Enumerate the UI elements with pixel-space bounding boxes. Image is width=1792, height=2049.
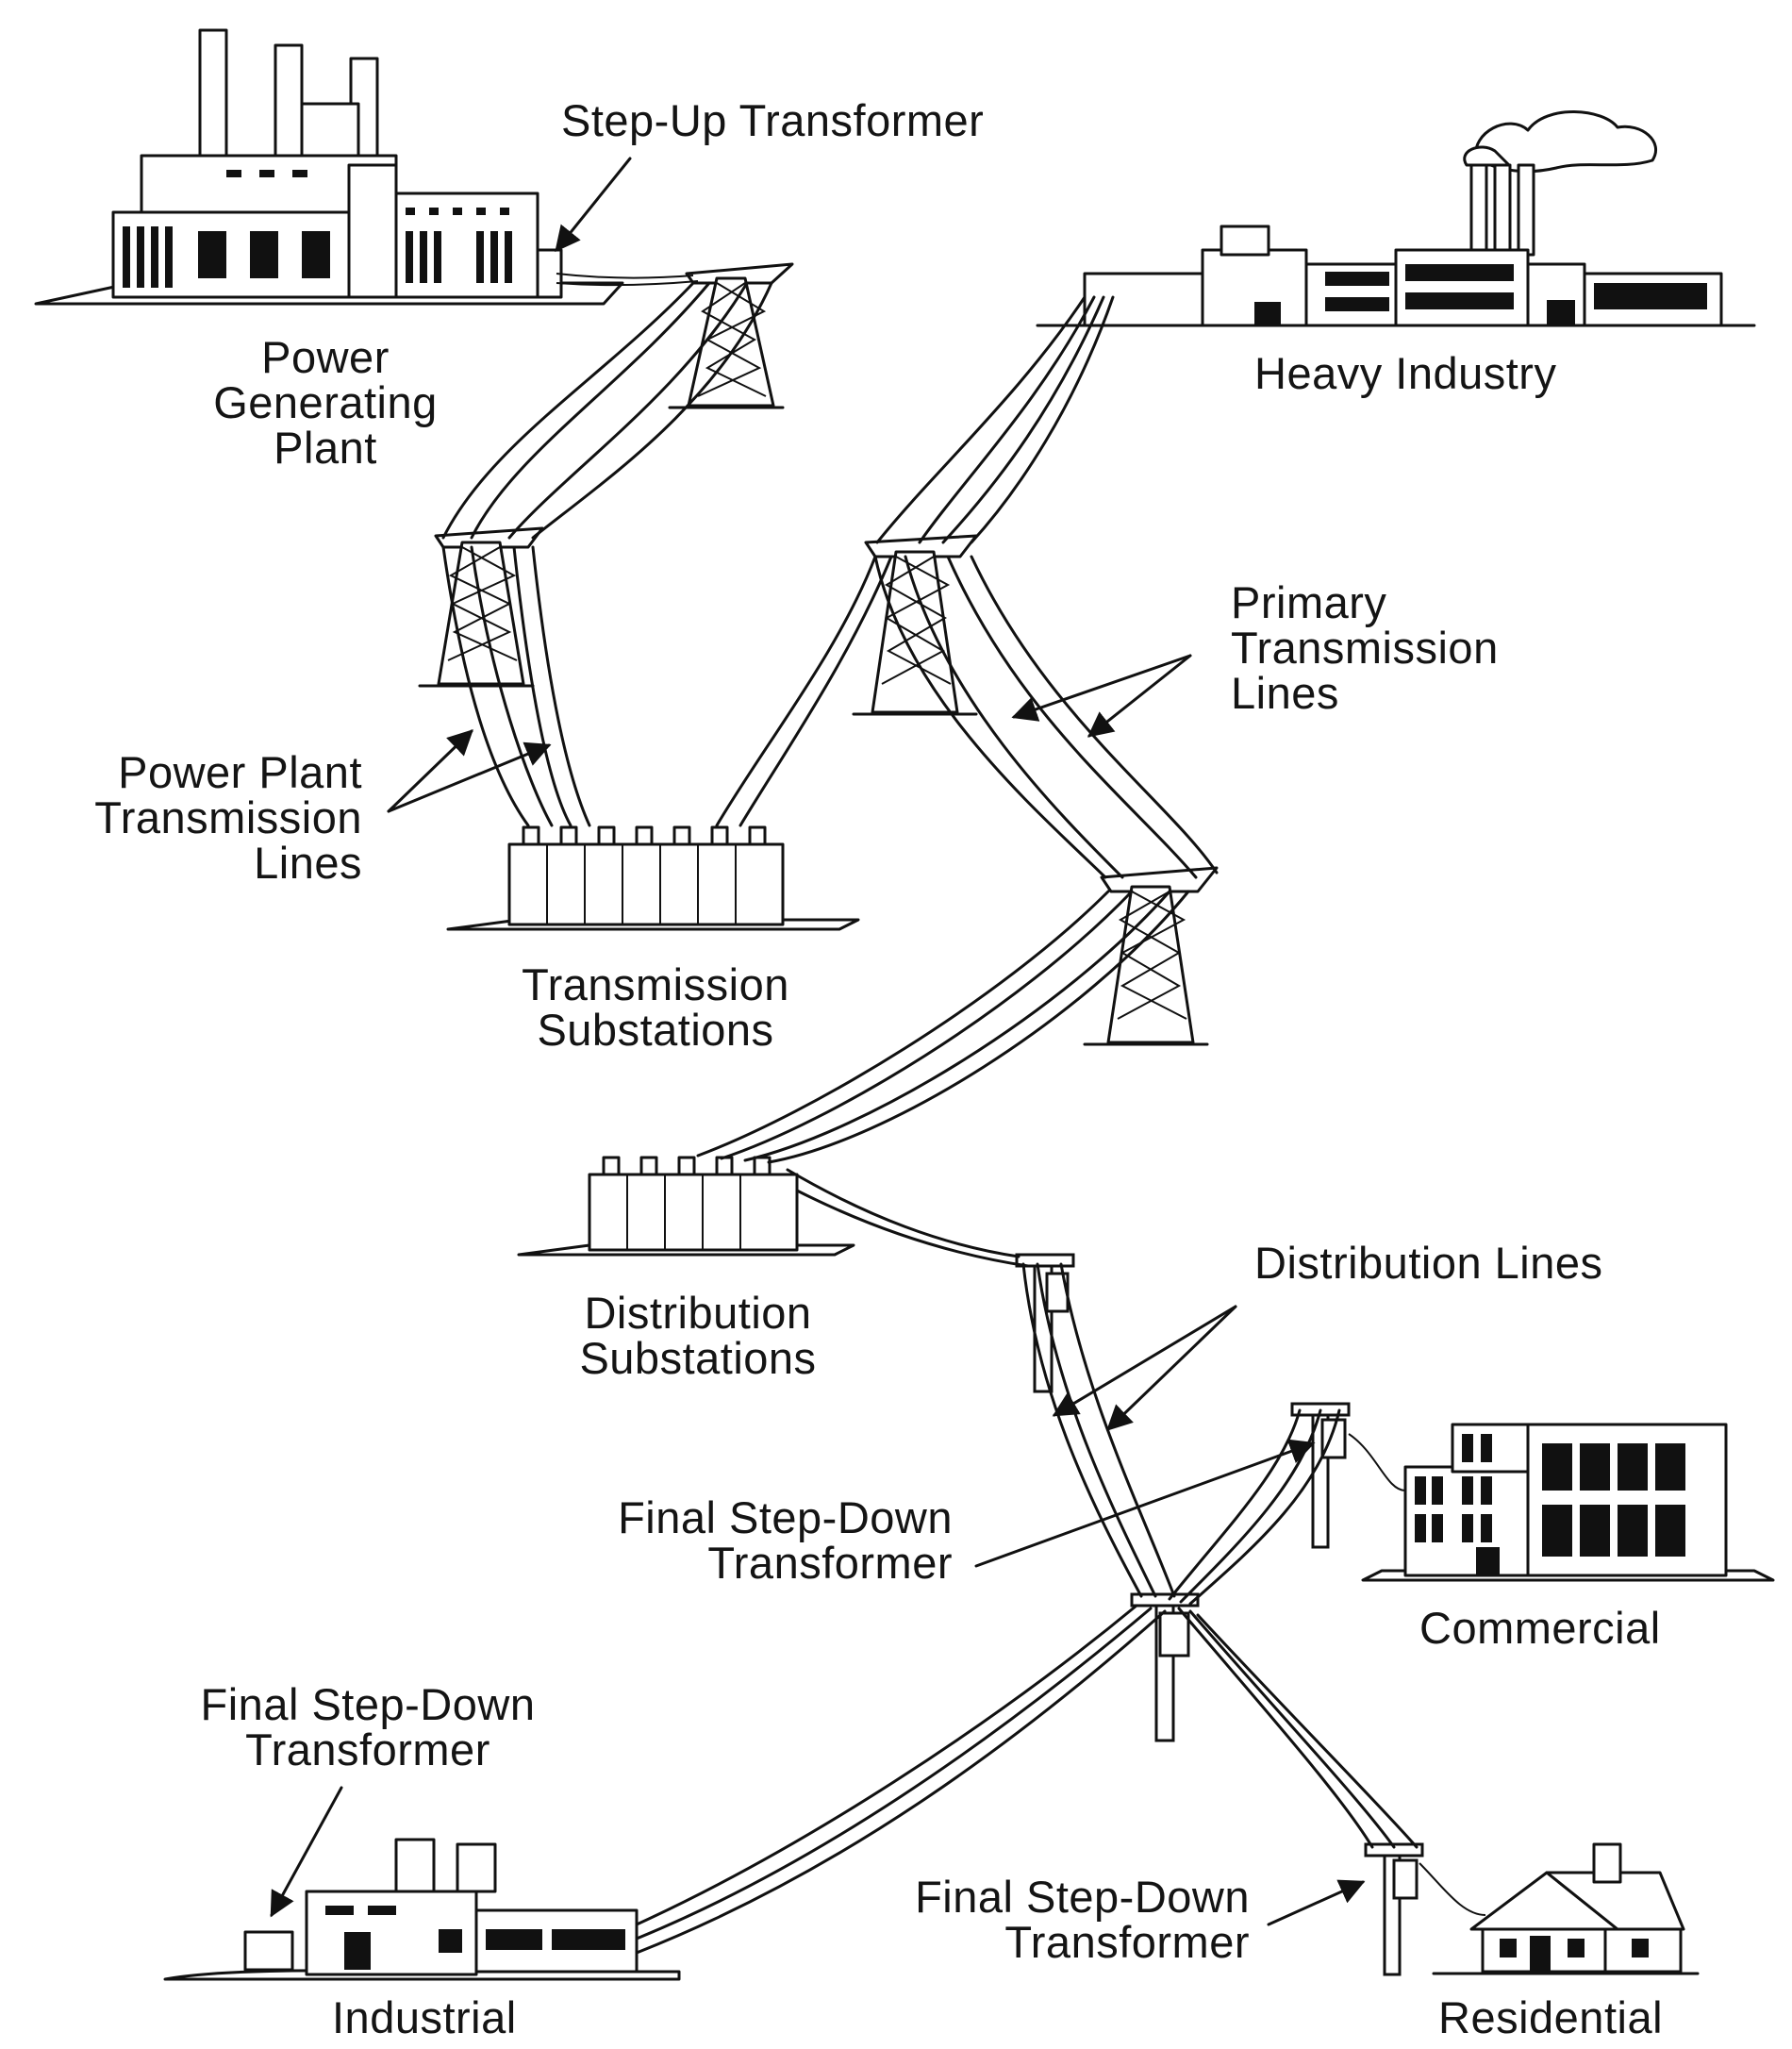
arrow-step-up	[555, 157, 632, 253]
arrow-final-step-down-residential	[1267, 1879, 1366, 1926]
distribution-lines-label: Distribution Lines	[1254, 1238, 1603, 1288]
final-step-down-industrial-label: Final Step-Down Transformer	[200, 1679, 536, 1774]
commercial-label: Commercial	[1419, 1603, 1661, 1653]
arrow-power-plant-lines-2	[387, 741, 552, 813]
tower-3-icon	[852, 534, 978, 716]
label-arrows	[270, 157, 1366, 1926]
arrow-final-step-down-industrial	[270, 1786, 343, 1918]
arrow-power-plant-lines-1	[387, 729, 473, 813]
industrial-building-icon	[163, 1838, 681, 1981]
house-icon	[1432, 1842, 1700, 1975]
arrow-primary-lines-1	[1011, 654, 1192, 722]
distribution-substations-label: Distribution Substations	[579, 1288, 817, 1383]
arrow-distribution-lines-1	[1052, 1305, 1237, 1417]
arrow-final-step-down-commercial	[974, 1439, 1316, 1568]
heavy-industry-label: Heavy Industry	[1254, 348, 1557, 398]
residential-label: Residential	[1438, 1992, 1664, 2042]
heavy-industry-icon	[1036, 110, 1756, 327]
tower-1-icon	[668, 262, 794, 409]
industrial-label: Industrial	[332, 1992, 517, 2042]
pole-residential-icon	[1364, 1842, 1424, 1976]
arrow-distribution-lines-2	[1106, 1305, 1237, 1431]
commercial-building-icon	[1361, 1423, 1775, 1582]
primary-transmission-lines-label: Primary Transmission Lines	[1231, 577, 1499, 718]
pole-commercial-icon	[1290, 1402, 1351, 1549]
distribution-substation-icon	[517, 1156, 855, 1257]
final-step-down-residential-label: Final Step-Down Transformer	[915, 1872, 1250, 1967]
power-plant-icon	[34, 28, 624, 306]
tower-4-icon	[1083, 866, 1219, 1046]
step-up-transformer-label: Step-Up Transformer	[561, 95, 985, 145]
power-lines	[441, 273, 1486, 1955]
power-plant-transmission-lines-label: Power Plant Transmission Lines	[94, 747, 362, 888]
final-step-down-commercial-label: Final Step-Down Transformer	[618, 1492, 953, 1588]
transmission-substations-label: Transmission Substations	[522, 959, 789, 1055]
arrow-primary-lines-2	[1087, 654, 1192, 738]
power-generating-plant-label: Power Generating Plant	[213, 332, 438, 473]
transmission-substation-icon	[446, 825, 860, 931]
pole-distribution-icon	[1015, 1253, 1075, 1393]
